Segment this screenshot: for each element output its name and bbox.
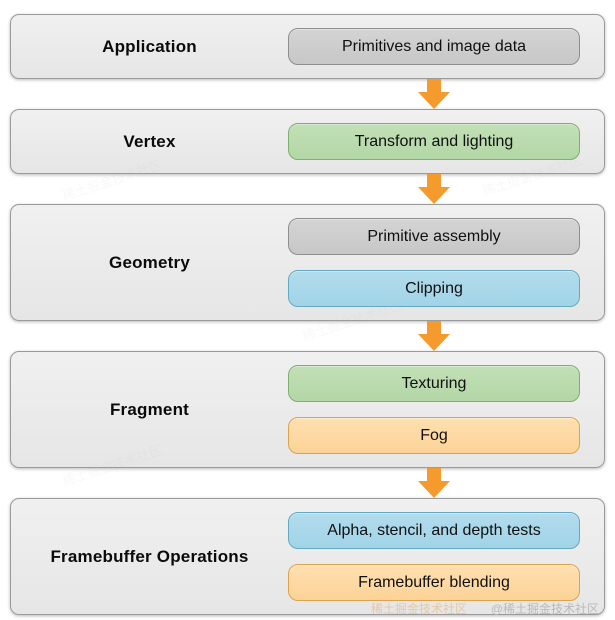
pipeline-step-primitive-assembly: Primitive assembly [288,218,580,255]
watermark: @稀土掘金技术社区 [490,602,599,616]
pipeline-step-fog: Fog [288,417,580,454]
pipeline-step-texturing: Texturing [288,365,580,402]
down-arrow-icon [287,321,581,351]
stage-label: Fragment [109,399,190,419]
down-arrow-icon [287,79,581,109]
down-arrow-icon [287,174,581,204]
stage-label: Framebuffer Operations [50,546,249,566]
stage-framebuffer-operations: Framebuffer Operations Alpha, stencil, a… [10,498,605,615]
stage-application: Application Primitives and image data [10,14,605,79]
stage-label: Geometry [109,252,190,272]
stage-boxes: Texturing Fog [288,365,580,454]
stage-boxes: Alpha, stencil, and depth tests Framebuf… [288,512,580,601]
arrow-row [10,321,581,351]
watermark-faint: 稀土掘金技术社区 [370,602,467,616]
pipeline-step-transform-and-lighting: Transform and lighting [288,123,580,160]
stage-label: Vertex [123,131,176,151]
pipeline-step-alpha-stencil-depth-tests: Alpha, stencil, and depth tests [288,512,580,549]
stage-label: Application [102,36,197,56]
down-arrow-icon [287,468,581,498]
stage-boxes: Primitive assembly Clipping [288,218,580,307]
stage-fragment: Fragment Texturing Fog [10,351,605,468]
arrow-row [10,174,581,204]
pipeline-step-clipping: Clipping [288,270,580,307]
arrow-row [10,79,581,109]
arrow-row [10,468,581,498]
pipeline-step-framebuffer-blending: Framebuffer blending [288,564,580,601]
stage-vertex: Vertex Transform and lighting [10,109,605,174]
stage-geometry: Geometry Primitive assembly Clipping [10,204,605,321]
pipeline-step-primitives-and-image-data: Primitives and image data [288,28,580,65]
stage-boxes: Primitives and image data [288,28,580,65]
stage-boxes: Transform and lighting [288,123,580,160]
